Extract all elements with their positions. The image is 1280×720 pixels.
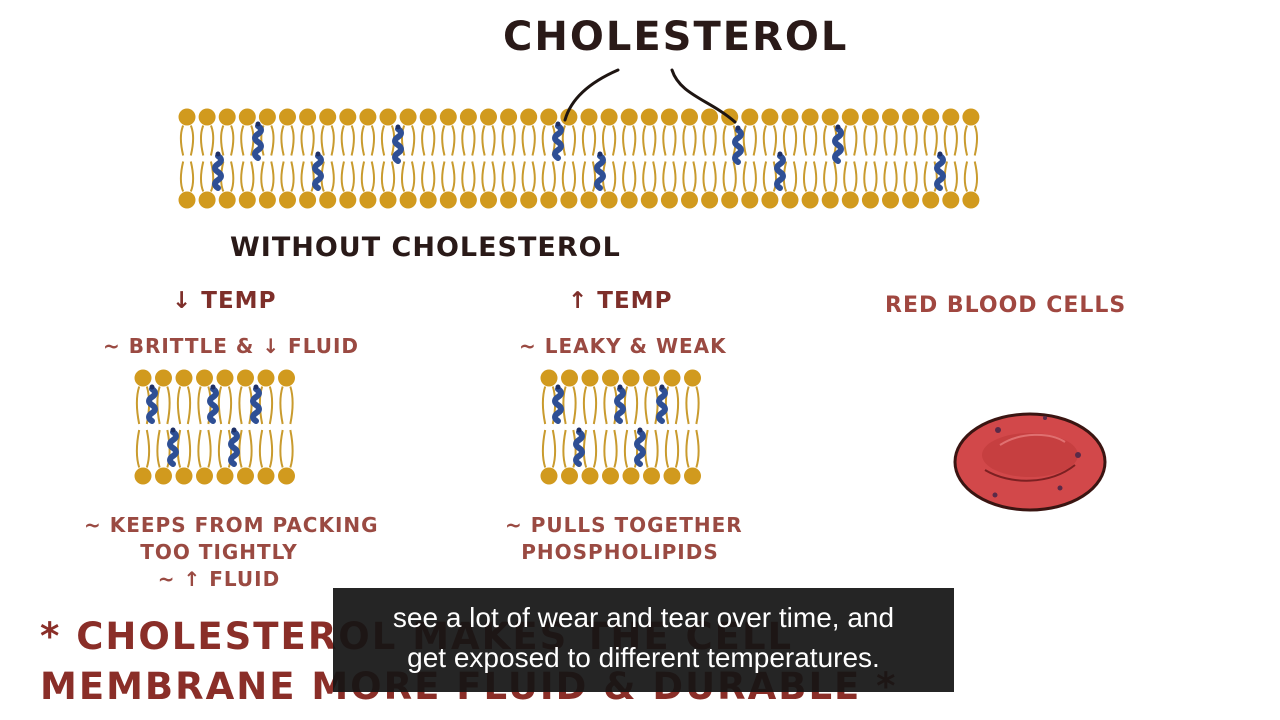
- caption-line: see a lot of wear and tear over time, an…: [392, 602, 895, 633]
- membrane-low-temp: [134, 369, 295, 485]
- effect-line: TOO TIGHTLY: [140, 540, 298, 564]
- phospholipid-pair: [399, 108, 417, 209]
- phospholipid-pair: [580, 108, 598, 209]
- phospholipid-pair: [500, 108, 518, 209]
- pointer-line-left: [563, 68, 620, 122]
- cholesterol-molecule: [573, 427, 585, 467]
- phospholipid-pair: [660, 108, 678, 209]
- video-caption: see a lot of wear and tear over time, an…: [333, 588, 954, 692]
- cholesterol-molecule: [207, 384, 219, 424]
- cholesterol-molecule: [552, 384, 564, 424]
- without-cholesterol-heading: WITHOUT CHOLESTEROL: [230, 232, 621, 263]
- effect-line: ~ PULLS TOGETHER: [505, 513, 743, 537]
- phospholipid-pair: [684, 369, 701, 485]
- phospholipid-pair: [520, 108, 538, 209]
- high-temp-label: ↑ TEMP: [568, 288, 673, 314]
- phospholipid-pair: [238, 108, 256, 209]
- effect-line: ~ ↑ FLUID: [157, 567, 281, 591]
- phospholipid-pair: [540, 369, 558, 485]
- phospholipid-pair: [237, 369, 254, 485]
- phospholipid-pair: [134, 369, 152, 485]
- phospholipid-pair: [962, 108, 980, 209]
- phospholipid-pair: [196, 369, 213, 485]
- phospholipid-pair: [701, 108, 719, 209]
- caption-line: get exposed to different temperatures.: [407, 642, 880, 673]
- membrane-with-cholesterol: [178, 108, 980, 209]
- phospholipid-pair: [175, 369, 193, 485]
- phospholipid-pair: [581, 369, 599, 485]
- high-temp-condition: ~ LEAKY & WEAK: [519, 334, 727, 358]
- cholesterol-molecule: [392, 124, 404, 164]
- pointer-line-right: [670, 68, 737, 124]
- phospholipid-pair: [602, 369, 619, 485]
- phospholipid-pair: [319, 108, 337, 209]
- cholesterol-molecule: [167, 427, 179, 467]
- phospholipid-pair: [459, 108, 477, 209]
- phospholipid-pair: [841, 108, 859, 209]
- phospholipid-pair: [278, 369, 295, 485]
- phospholipid-pair: [681, 108, 698, 209]
- phospholipid-pair: [781, 108, 799, 209]
- effect-line: PHOSPHOLIPIDS: [521, 540, 719, 564]
- cholesterol-molecule: [250, 384, 262, 424]
- phospholipid-pair: [902, 108, 920, 209]
- cholesterol-molecule: [146, 384, 158, 424]
- phospholipid-pair: [561, 369, 578, 485]
- phospholipid-pair: [419, 108, 437, 209]
- cholesterol-molecule: [614, 384, 626, 424]
- phospholipid-pair: [560, 108, 578, 209]
- cholesterol-molecule: [656, 384, 668, 424]
- cholesterol-molecule: [832, 124, 844, 164]
- diagram-title: CHOLESTEROL: [503, 14, 849, 60]
- phospholipid-pair: [155, 369, 172, 485]
- phospholipid-pair: [942, 108, 960, 209]
- phospholipid-pair: [741, 108, 759, 209]
- phospholipid-pair: [379, 108, 397, 209]
- phospholipid-pair: [801, 108, 819, 209]
- phospholipid-pair: [359, 108, 377, 209]
- cholesterol-molecule: [228, 427, 240, 467]
- high-temp-effect: ~ PULLS TOGETHER PHOSPHOLIPIDS: [505, 512, 743, 566]
- phospholipid-pair: [218, 108, 236, 209]
- cholesterol-molecule: [732, 125, 744, 165]
- phospholipid-pair: [216, 369, 234, 485]
- phospholipid-pair: [663, 369, 681, 485]
- low-temp-label: ↓ TEMP: [172, 288, 277, 314]
- cholesterol-molecule: [552, 121, 564, 161]
- cholesterol-molecule: [212, 151, 224, 191]
- phospholipid-pair: [299, 108, 317, 209]
- membrane-high-temp: [540, 369, 701, 485]
- phospholipid-pair: [480, 108, 497, 209]
- cholesterol-molecule: [634, 427, 646, 467]
- cholesterol-molecule: [252, 121, 264, 161]
- cholesterol-molecule: [934, 151, 946, 191]
- phospholipid-pair: [620, 108, 638, 209]
- phospholipid-pair: [178, 108, 196, 209]
- red-blood-cells-label: RED BLOOD CELLS: [885, 293, 1127, 318]
- low-temp-condition: ~ BRITTLE & ↓ FLUID: [103, 334, 360, 358]
- phospholipid-pair: [922, 108, 940, 209]
- cholesterol-molecule: [312, 151, 324, 191]
- phospholipid-pair: [198, 108, 216, 209]
- phospholipid-pair: [257, 369, 275, 485]
- effect-line: ~ KEEPS FROM PACKING: [84, 513, 379, 537]
- phospholipid-pair: [339, 108, 357, 209]
- phospholipid-pair: [279, 108, 296, 209]
- phospholipid-pair: [761, 108, 779, 209]
- phospholipid-pair: [600, 108, 618, 209]
- phospholipid-pair: [640, 108, 658, 209]
- phospholipid-pair: [622, 369, 640, 485]
- phospholipid-pair: [258, 108, 276, 209]
- phospholipid-pair: [643, 369, 660, 485]
- red-blood-cell: [953, 412, 1107, 512]
- low-temp-effect: ~ KEEPS FROM PACKING TOO TIGHTLY ~ ↑ FLU…: [84, 512, 379, 593]
- phospholipid-pair: [861, 108, 879, 209]
- cholesterol-molecule: [594, 151, 606, 191]
- cholesterol-molecule: [774, 151, 786, 191]
- phospholipid-pair: [882, 108, 899, 209]
- phospholipid-pair: [439, 108, 457, 209]
